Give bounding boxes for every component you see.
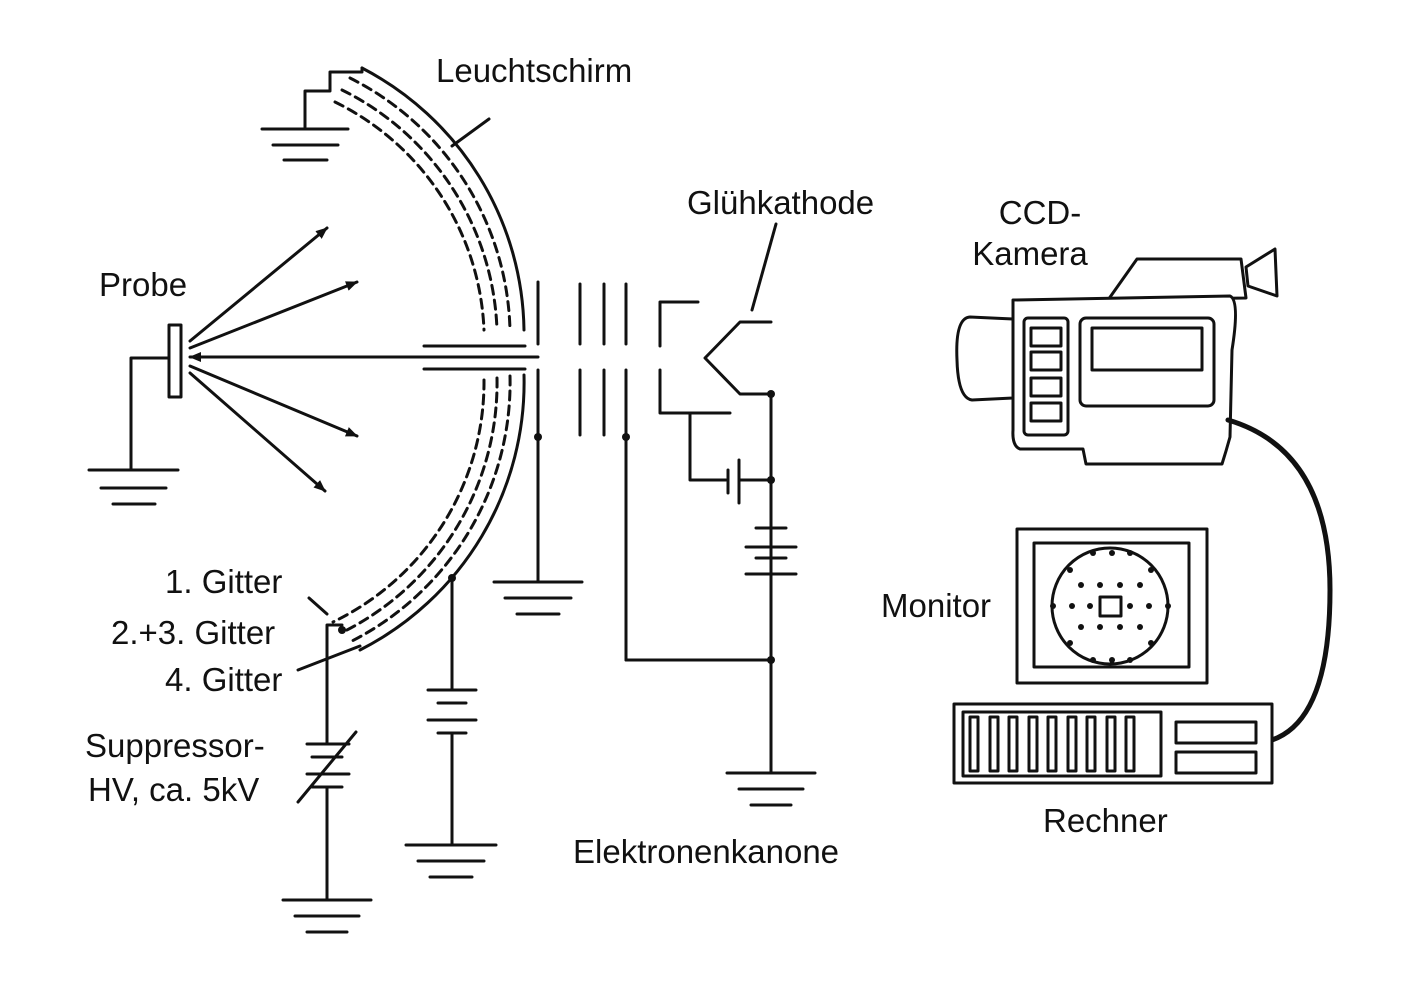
grid1-leader — [307, 596, 329, 616]
leed-spots — [1050, 550, 1171, 663]
ground-symbol-gun — [725, 771, 817, 807]
grid-23-lower — [341, 376, 499, 634]
label-gluehkathode: Glühkathode — [687, 184, 875, 221]
camera-cable — [1225, 417, 1333, 743]
cathode-battery — [744, 526, 798, 576]
camera-lens-grip — [955, 315, 1015, 402]
label-leuchtschirm: Leuchtschirm — [436, 52, 633, 89]
label-gitter-2-3: 2.+3. Gitter — [111, 614, 276, 651]
grid-4-upper — [348, 76, 512, 332]
ground-symbol-aperture — [492, 580, 584, 616]
junction-dot — [338, 626, 346, 634]
label-suppressor-hv: HV, ca. 5kV — [88, 771, 260, 808]
wehnelt — [658, 300, 732, 415]
junction-dot — [767, 476, 775, 484]
sample-ground-wire — [129, 356, 171, 472]
junction-dot — [448, 574, 456, 582]
junction-dot — [534, 433, 542, 441]
variable-arrow — [296, 730, 358, 804]
label-gitter-1: 1. Gitter — [165, 563, 283, 600]
grid-23-upper — [340, 88, 499, 332]
screen-leader — [450, 117, 491, 148]
hot-cathode — [703, 222, 778, 662]
screen-ground-wire — [303, 66, 364, 129]
monitor — [1015, 527, 1209, 685]
sample — [87, 323, 183, 506]
grid-1-upper — [333, 100, 486, 332]
screen-upper-arc — [360, 66, 526, 332]
camera-button — [1029, 401, 1063, 423]
computer — [952, 702, 1274, 785]
screen-and-grids — [260, 66, 526, 652]
aperture-plate — [492, 280, 584, 616]
junction-dot — [622, 433, 630, 441]
camera-viewfinder — [1106, 257, 1248, 302]
ground-symbol-screen — [260, 127, 350, 162]
label-gitter-4: 4. Gitter — [165, 661, 283, 698]
camera-screen — [1090, 326, 1204, 372]
screen-hv-supply — [404, 576, 498, 879]
camera-button — [1029, 350, 1063, 372]
suppressor-supply — [281, 623, 373, 934]
camera-button — [1029, 326, 1063, 348]
wehnelt-bias — [688, 411, 773, 505]
label-ccd: CCD- — [998, 194, 1082, 231]
camera-eyepiece — [1244, 247, 1279, 298]
grid-4-lower — [350, 374, 512, 643]
grid4-leader — [296, 644, 362, 672]
junction-dot — [767, 656, 775, 664]
ground-symbol-screen-hv — [404, 843, 498, 879]
junction-dot — [767, 390, 775, 398]
label-rechner: Rechner — [1043, 802, 1168, 839]
computer-slots — [968, 715, 1136, 773]
label-elektronenkanone: Elektronenkanone — [573, 833, 840, 870]
label-probe: Probe — [99, 266, 188, 303]
camera-button — [1029, 376, 1063, 398]
label-monitor: Monitor — [881, 587, 992, 624]
cathode-leader — [750, 222, 778, 312]
ground-symbol-sample — [87, 468, 180, 506]
ground-symbol-suppressor — [281, 898, 373, 934]
drift-tube — [422, 344, 527, 371]
screen-lower-arc — [358, 373, 526, 652]
leed-pattern-center — [1098, 595, 1123, 618]
diffracted-beams — [188, 226, 359, 493]
label-kamera: Kamera — [972, 235, 1088, 272]
lens-plates — [578, 282, 628, 662]
grid-1-lower — [331, 378, 486, 624]
label-suppressor: Suppressor- — [85, 727, 265, 764]
ccd-camera — [955, 247, 1279, 466]
